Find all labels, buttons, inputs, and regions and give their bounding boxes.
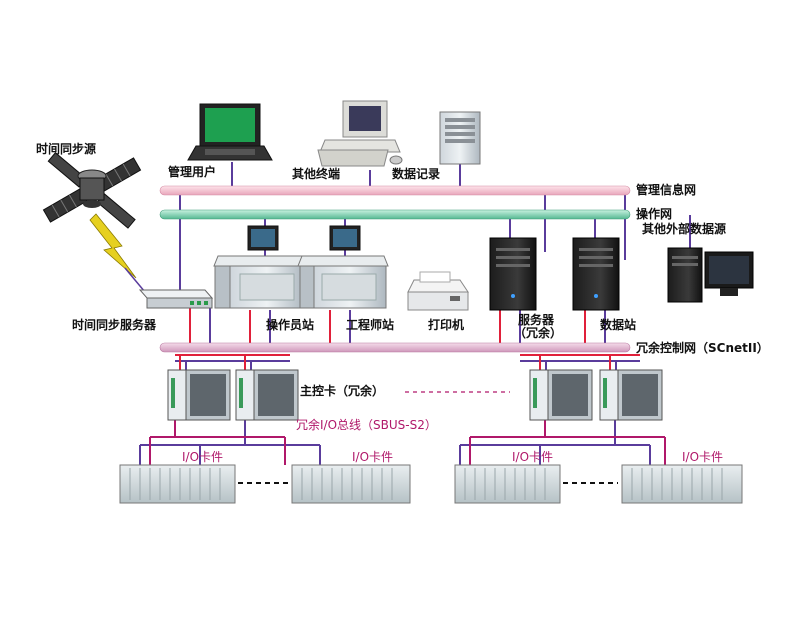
connection-lines <box>139 162 691 484</box>
external-data-label: 其他外部数据源 <box>642 222 727 236</box>
controller-chassis-1 <box>167 369 231 421</box>
time-server-label: 时间同步服务器 <box>72 318 157 332</box>
io-bus-label: 冗余I/O总线（SBUS-S2） <box>296 418 437 432</box>
server-tower-icon <box>489 237 537 311</box>
time-sync-server-icon <box>138 289 214 309</box>
data-record-server-icon <box>439 111 481 165</box>
server-label: 服务器 <box>518 313 555 327</box>
engineer-station-icon <box>297 225 389 309</box>
io-rack-3 <box>454 464 561 504</box>
external-data-source-icon <box>667 247 754 303</box>
operation-network-bar <box>159 209 631 220</box>
controller-chassis-2 <box>235 369 299 421</box>
io-rack-4 <box>621 464 743 504</box>
time-source-label: 时间同步源 <box>36 142 97 156</box>
control-network-bar <box>159 342 631 353</box>
mgmt-network-label: 管理信息网 <box>636 183 697 197</box>
io-card-label-3: I/O卡件 <box>512 450 554 464</box>
engineer-station-label: 工程师站 <box>346 318 395 332</box>
main-control-card-label: 主控卡（冗余） <box>300 384 385 398</box>
operator-station-label: 操作员站 <box>266 318 315 332</box>
controller-chassis-4 <box>599 369 663 421</box>
printer-icon <box>407 271 469 311</box>
printer-label: 打印机 <box>428 318 465 332</box>
other-terminal-label: 其他终端 <box>292 167 341 181</box>
mgmt-user-label: 管理用户 <box>168 165 217 179</box>
io-rack-2 <box>291 464 411 504</box>
operation-network-label: 操作网 <box>636 207 673 221</box>
operator-station-icon <box>213 225 307 309</box>
io-rack-1 <box>119 464 236 504</box>
io-card-label-2: I/O卡件 <box>352 450 394 464</box>
control-network-label: 冗余控制网（SCnetII） <box>636 341 769 355</box>
io-card-label-1: I/O卡件 <box>182 450 224 464</box>
desktop-terminal-icon <box>317 100 403 167</box>
data-station-tower-icon <box>572 237 620 311</box>
lightning-icon <box>89 213 137 279</box>
mgmt-network-bar <box>159 185 631 196</box>
io-card-label-4: I/O卡件 <box>682 450 724 464</box>
data-station-label: 数据站 <box>600 318 637 332</box>
laptop-icon <box>187 103 273 161</box>
data-record-label: 数据记录 <box>392 167 441 181</box>
server-redundant-label: （冗余） <box>514 326 563 340</box>
controller-chassis-3 <box>529 369 593 421</box>
satellite-icon <box>42 152 142 229</box>
